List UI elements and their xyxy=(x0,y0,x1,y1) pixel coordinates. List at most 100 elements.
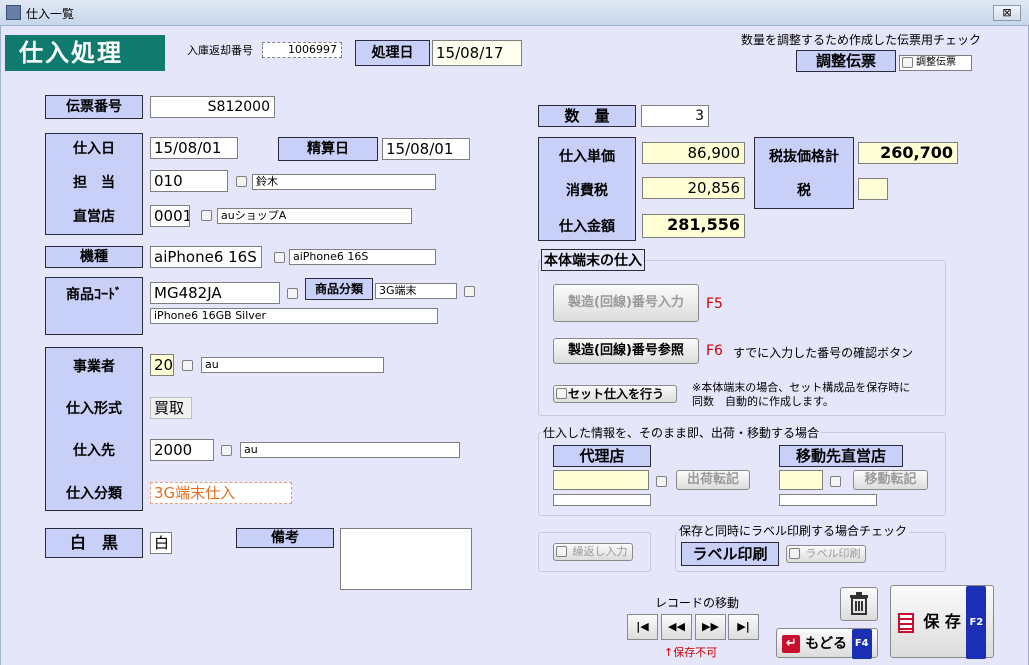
agency-label: 代理店 xyxy=(553,445,651,467)
memo-textarea[interactable] xyxy=(340,528,472,590)
repeat-input-checkbox[interactable] xyxy=(556,546,567,557)
net-group-label xyxy=(754,137,854,209)
tax-label: 消費税 xyxy=(566,183,608,199)
slip-no-field[interactable]: S812000 xyxy=(150,96,275,118)
window-title: 仕入一覧 xyxy=(26,7,75,21)
business-code-field[interactable]: 20 xyxy=(150,354,174,376)
label-print-toggle[interactable]: ラベル印刷 xyxy=(786,545,866,563)
agency-field[interactable] xyxy=(553,470,649,490)
save-disabled-note: ↑保存不可 xyxy=(664,646,718,659)
ship-transfer-button[interactable]: 出荷転記 xyxy=(676,470,750,490)
unit-price-label: 仕入単価 xyxy=(559,149,615,165)
store-label: 直営店 xyxy=(73,209,115,225)
tax2-label: 税 xyxy=(797,183,811,199)
staff-code-field[interactable]: 010 xyxy=(150,170,228,192)
serial-ref-button[interactable]: 製造(回線)番号参照 xyxy=(553,338,699,364)
purchase-date-field[interactable]: 15/08/01 xyxy=(150,137,238,159)
supplier-group-label xyxy=(45,347,143,511)
model-checkbox[interactable] xyxy=(274,252,285,263)
label-print-note: 保存と同時にラベル印刷する場合チェック xyxy=(677,522,910,539)
model-field[interactable]: aiPhone6 16S xyxy=(150,246,262,268)
serial-ref-note: すでに入力した番号の確認ボタン xyxy=(733,346,914,360)
move-transfer-button[interactable]: 移動転記 xyxy=(853,470,928,490)
repeat-input-toggle[interactable]: 繰返し入力 xyxy=(553,543,633,561)
process-date-field[interactable]: 15/08/17 xyxy=(432,40,522,66)
prev-record-button[interactable]: ◀◀ xyxy=(661,614,692,640)
label-print-checkbox[interactable] xyxy=(789,548,800,559)
business-name-field: au xyxy=(201,357,384,373)
record-nav-label: レコードの移動 xyxy=(655,596,740,610)
save-key: F2 xyxy=(966,586,987,659)
delete-button[interactable] xyxy=(840,587,878,621)
save-button[interactable]: 保 存 F2 xyxy=(890,585,994,659)
purchase-type-label: 仕入形式 xyxy=(66,401,122,417)
amount-field: 281,556 xyxy=(642,214,745,238)
agency-checkbox[interactable] xyxy=(656,476,667,487)
staff-label: 担 当 xyxy=(73,175,115,191)
product-code-checkbox[interactable] xyxy=(287,288,298,299)
model-label: 機種 xyxy=(45,246,143,268)
purchase-type-field[interactable]: 買取 xyxy=(150,397,192,419)
color-label: 白 黒 xyxy=(45,528,143,558)
net-total-field: 260,700 xyxy=(858,142,958,164)
category-checkbox[interactable] xyxy=(464,286,475,297)
dest-store-label: 移動先直営店 xyxy=(779,445,903,467)
return-no-field: 1006997 xyxy=(262,42,342,58)
settle-date-label: 精算日 xyxy=(278,137,378,161)
unit-price-field[interactable]: 86,900 xyxy=(642,142,745,164)
last-record-button[interactable]: ▶| xyxy=(728,614,759,640)
back-arrow-icon: ↵ xyxy=(782,635,801,653)
serial-input-key: F5 xyxy=(706,296,723,312)
purchase-class-label: 仕入分類 xyxy=(66,486,122,502)
back-key: F4 xyxy=(851,629,872,659)
transfer-note: 仕入した情報を、そのまま即、出荷・移動する場合 xyxy=(541,424,822,441)
dest-store-checkbox[interactable] xyxy=(830,476,841,487)
store-checkbox[interactable] xyxy=(201,210,212,221)
adjust-note: 数量を調整するため作成した伝票用チェック xyxy=(741,33,982,47)
tax-field[interactable]: 20,856 xyxy=(642,177,745,199)
qty-field[interactable]: 3 xyxy=(641,105,709,127)
set-note-1: ※本体端末の場合、セット構成品を保存時に xyxy=(692,381,911,394)
set-purchase-toggle[interactable]: セット仕入を行う xyxy=(553,385,677,403)
product-code-field[interactable]: MG482JA xyxy=(150,282,280,304)
slip-no-label: 伝票番号 xyxy=(45,95,143,119)
process-date-label: 処理日 xyxy=(355,40,430,66)
staff-checkbox[interactable] xyxy=(236,176,247,187)
back-label: もどる xyxy=(805,636,847,652)
dest-store-name-field xyxy=(779,494,877,506)
product-code-label: 商品ｺｰﾄﾞ xyxy=(66,287,122,303)
back-button[interactable]: ↵ もどる F4 xyxy=(776,628,878,659)
window-titlebar: 仕入一覧 ⊠ xyxy=(0,0,1029,26)
supplier-name-field: au xyxy=(240,442,460,458)
first-record-button[interactable]: |◀ xyxy=(627,614,658,640)
color-field[interactable]: 白 xyxy=(150,532,172,554)
device-purchase-group xyxy=(538,260,946,416)
tax2-field xyxy=(858,178,888,200)
close-button[interactable]: ⊠ xyxy=(993,5,1021,21)
adjust-slip-label: 調整伝票 xyxy=(796,50,896,72)
adjust-slip-field: 調整伝票 xyxy=(899,55,972,71)
adjust-slip-checkbox[interactable] xyxy=(902,57,913,68)
serial-ref-key: F6 xyxy=(706,343,723,359)
category-label: 商品分類 xyxy=(305,278,373,300)
set-note-2: 同数 自動的に作成します。 xyxy=(692,395,834,408)
set-purchase-checkbox[interactable] xyxy=(556,388,567,399)
serial-input-button[interactable]: 製造(回線)番号入力 xyxy=(553,284,699,322)
store-name-field: auショップA xyxy=(217,208,412,224)
dest-store-field[interactable] xyxy=(779,470,823,490)
purchase-group-label xyxy=(45,133,143,235)
qty-label: 数 量 xyxy=(538,105,636,127)
next-record-button[interactable]: ▶▶ xyxy=(695,614,726,640)
model-name-field: aiPhone6 16S xyxy=(289,249,436,265)
supplier-checkbox[interactable] xyxy=(221,445,232,456)
agency-name-field xyxy=(553,494,651,506)
settle-date-field[interactable]: 15/08/01 xyxy=(382,138,470,160)
purchase-date-label: 仕入日 xyxy=(73,141,115,157)
label-print-label: ラベル印刷 xyxy=(681,542,779,566)
staff-name-field: 鈴木 xyxy=(252,174,436,190)
business-checkbox[interactable] xyxy=(182,360,193,371)
supplier-code-field[interactable]: 2000 xyxy=(150,439,214,461)
product-desc-field: iPhone6 16GB Silver xyxy=(150,308,438,324)
price-group-label xyxy=(538,137,636,241)
store-code-field[interactable]: 0001 xyxy=(150,205,190,227)
